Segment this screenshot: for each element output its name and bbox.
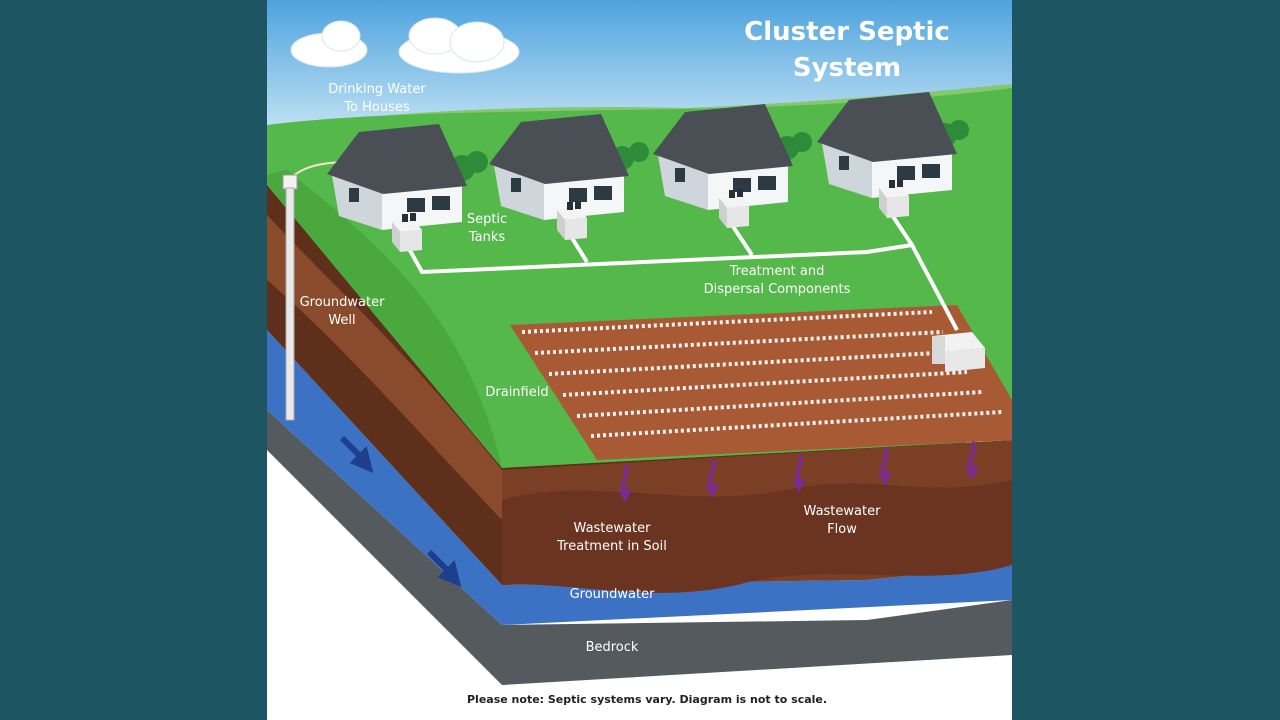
flow-arrow-icon bbox=[878, 446, 892, 486]
septic-tank-icon bbox=[879, 179, 909, 218]
wastewater-flow-line-2: Flow bbox=[827, 522, 857, 537]
diagram-frame: Cluster Septic System Drinking Water To … bbox=[267, 0, 1012, 720]
flow-arrow-icon bbox=[339, 435, 462, 588]
treatment-unit-icon bbox=[932, 332, 985, 372]
collection-pipes bbox=[405, 213, 959, 331]
drainfield-label: Drainfield bbox=[485, 385, 549, 400]
septic-tank-icon bbox=[557, 201, 587, 240]
drinking-water-line-1: Drinking Water bbox=[328, 82, 426, 97]
bedrock-label: Bedrock bbox=[585, 640, 639, 655]
bedrock-layer bbox=[267, 410, 1012, 685]
wastewater-flow-line-1: Wastewater bbox=[803, 504, 881, 519]
drinking-water-line-2: To Houses bbox=[344, 100, 410, 115]
septic-tanks-line-2: Tanks bbox=[468, 230, 506, 245]
flow-arrow-icon bbox=[965, 440, 979, 480]
house-icon bbox=[653, 104, 793, 210]
groundwater-well-icon bbox=[282, 174, 298, 421]
soil-wave bbox=[502, 480, 1012, 593]
cluster-septic-illustration bbox=[267, 0, 1012, 685]
wastewater-flow-label: Wastewater Flow bbox=[782, 503, 902, 539]
grass-foreground bbox=[267, 170, 502, 468]
cloud-icon bbox=[290, 20, 368, 68]
title-line-1: Cluster Septic bbox=[744, 17, 950, 47]
disclaimer-note: Please note: Septic systems vary. Diagra… bbox=[467, 693, 828, 706]
house-icon bbox=[817, 92, 957, 198]
septic-tanks-label: Septic Tanks bbox=[452, 211, 522, 247]
house-icon bbox=[489, 114, 629, 220]
house-icon bbox=[327, 124, 467, 230]
cloud-icon bbox=[398, 17, 520, 74]
diagram-title: Cluster Septic System bbox=[722, 14, 972, 86]
septic-tanks-group bbox=[392, 179, 909, 252]
drainfield-pipes bbox=[521, 310, 1003, 438]
wastewater-soil-line-2: Treatment in Soil bbox=[557, 539, 667, 554]
septic-tanks-line-1: Septic bbox=[466, 212, 508, 227]
houses-row bbox=[327, 92, 957, 230]
treatment-line-1: Treatment and bbox=[729, 264, 825, 279]
flow-arrow-icon bbox=[618, 463, 632, 503]
groundwater-layer bbox=[267, 330, 1012, 625]
wastewater-flow-arrows bbox=[618, 440, 979, 503]
groundwater-well-label: Groundwater Well bbox=[287, 294, 397, 330]
wastewater-soil-label: Wastewater Treatment in Soil bbox=[537, 520, 687, 556]
septic-tank-icon bbox=[392, 213, 422, 252]
septic-tank-icon bbox=[719, 189, 749, 228]
wastewater-soil-line-1: Wastewater bbox=[573, 521, 651, 536]
groundwater-label: Groundwater bbox=[569, 587, 655, 602]
flow-arrow-icon bbox=[792, 453, 806, 493]
treatment-line-2: Dispersal Components bbox=[703, 282, 851, 297]
groundwater-well-line-2: Well bbox=[328, 313, 356, 328]
groundwater-well-line-1: Groundwater bbox=[299, 295, 385, 310]
title-line-2: System bbox=[792, 53, 902, 83]
soil-band-side bbox=[267, 215, 502, 520]
flow-arrow-icon bbox=[705, 458, 719, 498]
treatment-dispersal-label: Treatment and Dispersal Components bbox=[682, 263, 872, 299]
drinking-water-label: Drinking Water To Houses bbox=[312, 81, 442, 117]
